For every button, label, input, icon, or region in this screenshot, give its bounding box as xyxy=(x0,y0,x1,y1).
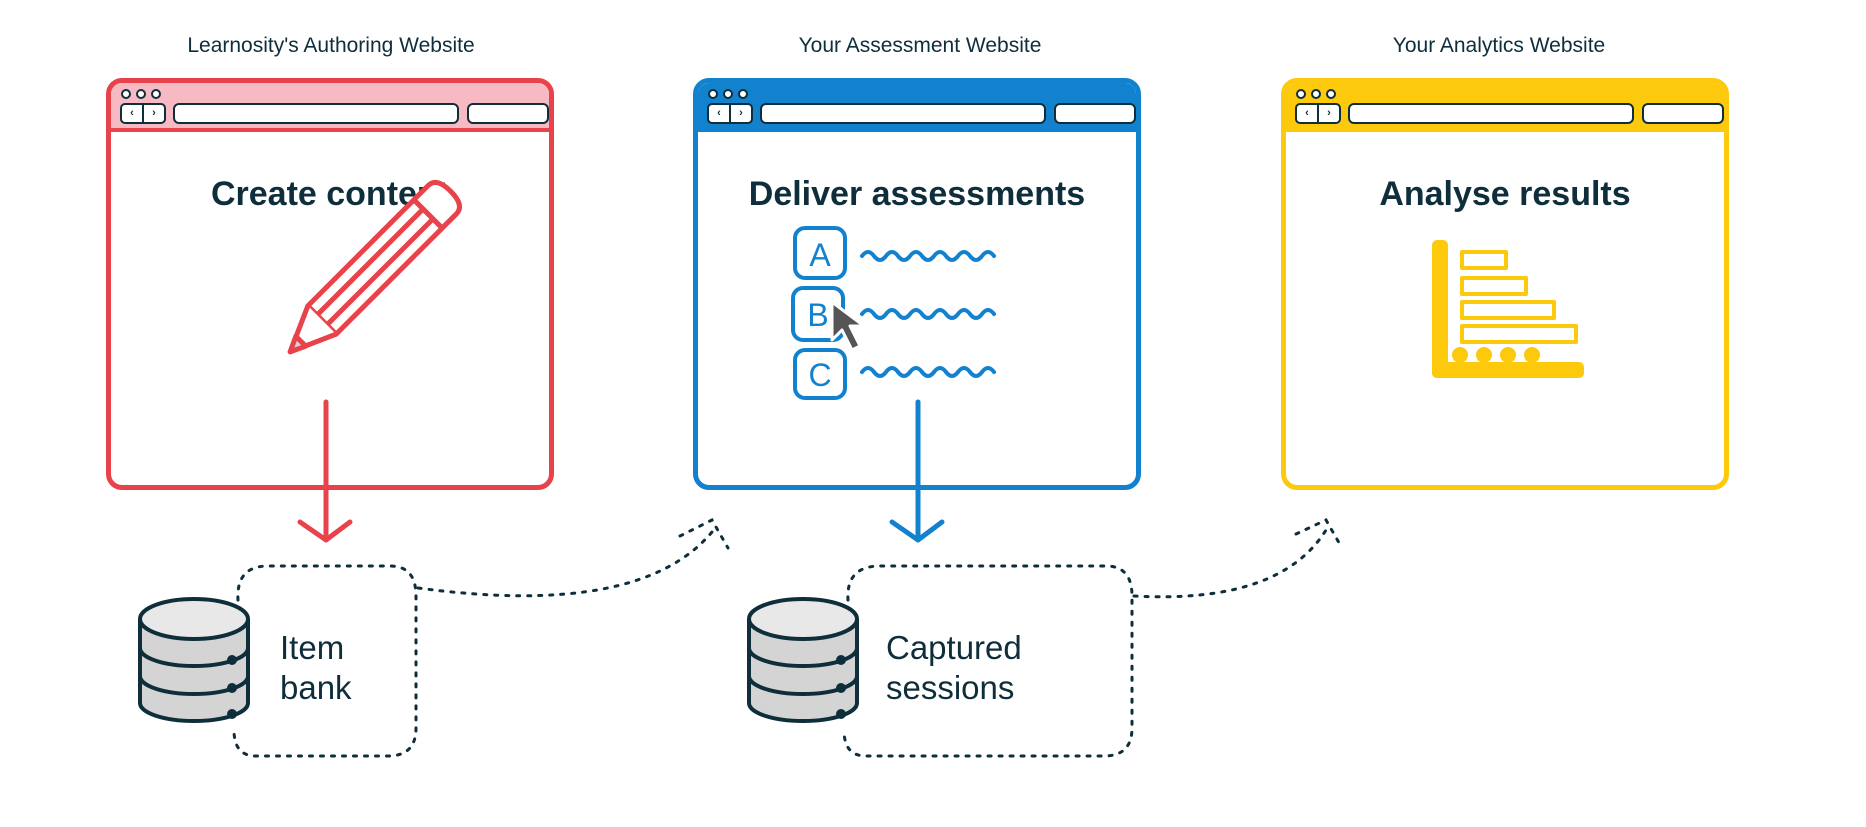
pencil-icon xyxy=(287,179,463,355)
cursor-icon xyxy=(830,300,866,352)
authoring-website-caption: Learnosity's Authoring Website xyxy=(187,34,475,57)
browser-titlebar: ‹ › xyxy=(698,83,1136,132)
itembank-label-line2: bank xyxy=(280,669,352,706)
assessment-website-caption: Your Assessment Website xyxy=(798,34,1042,57)
itembank-to-assessment-dotted-arrow xyxy=(416,530,714,598)
forward-arrow-icon: › xyxy=(1317,105,1339,122)
forward-arrow-icon: › xyxy=(729,105,751,122)
window-title: Analyse results xyxy=(1379,175,1631,213)
back-arrow-icon: ‹ xyxy=(717,107,721,119)
nav-buttons: ‹ › xyxy=(120,103,166,124)
back-arrow-icon: ‹ xyxy=(1305,107,1309,119)
nav-buttons: ‹ › xyxy=(707,103,753,124)
window-controls xyxy=(708,89,748,99)
multiple-choice-icon xyxy=(791,226,996,400)
address-bar xyxy=(1348,103,1634,124)
address-bar xyxy=(760,103,1046,124)
option-a-label: A xyxy=(809,237,831,273)
bar-chart-icon xyxy=(1432,240,1584,378)
search-box xyxy=(467,103,549,124)
window-controls xyxy=(1296,89,1336,99)
option-b-label: B xyxy=(807,297,828,333)
window-title: Deliver assessments xyxy=(748,175,1086,213)
address-bar xyxy=(173,103,459,124)
forward-arrow-icon: › xyxy=(142,105,164,122)
itembank-label: Item bank xyxy=(280,628,352,708)
sessions-to-analytics-dotted-arrow xyxy=(1132,528,1328,599)
search-box xyxy=(1642,103,1724,124)
search-box xyxy=(1054,103,1136,124)
authoring-to-itembank-arrow xyxy=(297,399,353,543)
sessions-label: Captured sessions xyxy=(886,628,1022,708)
option-c-label: C xyxy=(808,357,831,393)
sessions-dotted-outline xyxy=(842,564,1134,758)
browser-titlebar: ‹ › xyxy=(111,83,549,132)
analytics-website-caption: Your Analytics Website xyxy=(1392,34,1606,57)
itembank-database-icon xyxy=(138,597,250,723)
window-controls xyxy=(121,89,161,99)
sessions-label-line1: Captured xyxy=(886,629,1022,666)
assessment-to-sessions-arrow xyxy=(889,399,945,543)
itembank-label-line1: Item xyxy=(280,629,345,666)
back-arrow-icon: ‹ xyxy=(130,107,134,119)
sessions-database-icon xyxy=(747,597,859,723)
browser-titlebar: ‹ › xyxy=(1286,83,1724,132)
analytics-window: ‹ › Analyse results xyxy=(1281,78,1729,490)
nav-buttons: ‹ › xyxy=(1295,103,1341,124)
itembank-dotted-outline xyxy=(232,564,418,758)
sessions-label-line2: sessions xyxy=(886,669,1015,706)
